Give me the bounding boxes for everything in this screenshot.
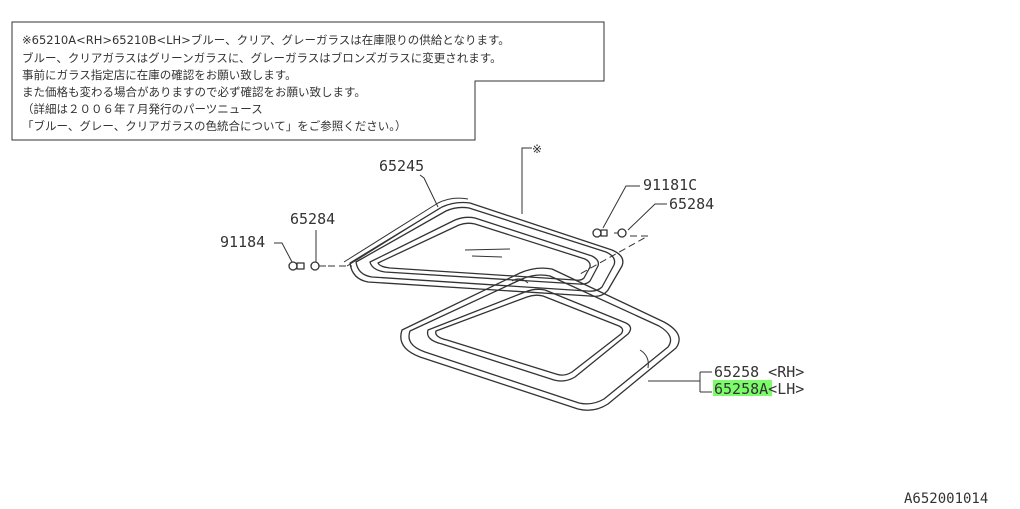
part-label-65258-lh-number: 65258 <box>714 380 759 398</box>
clip-91181C <box>592 228 608 238</box>
part-label-65284-left: 65284 <box>290 210 335 228</box>
part-label-91184: 91184 <box>220 233 265 251</box>
diagram-code: A652001014 <box>904 491 988 507</box>
weatherstrip <box>400 267 680 411</box>
fastener-65284-left <box>310 261 326 271</box>
note-line-4: また価格も変わる場合がありますので必ず確認をお願い致します。 <box>22 85 366 99</box>
ref-mark: ※ <box>532 142 542 156</box>
note-line-3: 事前にガラス指定店に在庫の確認をお願い致します。 <box>22 68 297 82</box>
note-line-1: ※65210A<RH>65210B<LH>ブルー、クリア、グレーガラスは在庫限り… <box>22 33 510 47</box>
clip-91184 <box>288 261 305 271</box>
part-label-65258-rh: 65258 <RH> <box>714 363 804 381</box>
note-line-2: ブルー、クリアガラスはグリーンガラスに、グレーガラスはブロンズガラスに変更されま… <box>22 51 502 65</box>
part-label-65258-lh-suffix: A<LH> <box>759 380 804 398</box>
note-box <box>11 21 605 141</box>
glass-panel <box>343 197 624 298</box>
highlight-65258-lh <box>713 380 772 396</box>
note-line-6: 「ブルー、グレー、クリアガラスの色統合について」をご参照ください。） <box>22 119 406 133</box>
fastener-65284-right <box>614 228 627 238</box>
part-label-65284-right: 65284 <box>669 195 714 213</box>
part-label-65245: 65245 <box>379 157 424 175</box>
part-label-65258-lh: 65258A<LH> <box>714 380 804 398</box>
note-line-5: （詳細は２００６年７月発行のパーツニュース <box>22 102 263 116</box>
part-label-91181C: 91181C <box>643 176 697 194</box>
